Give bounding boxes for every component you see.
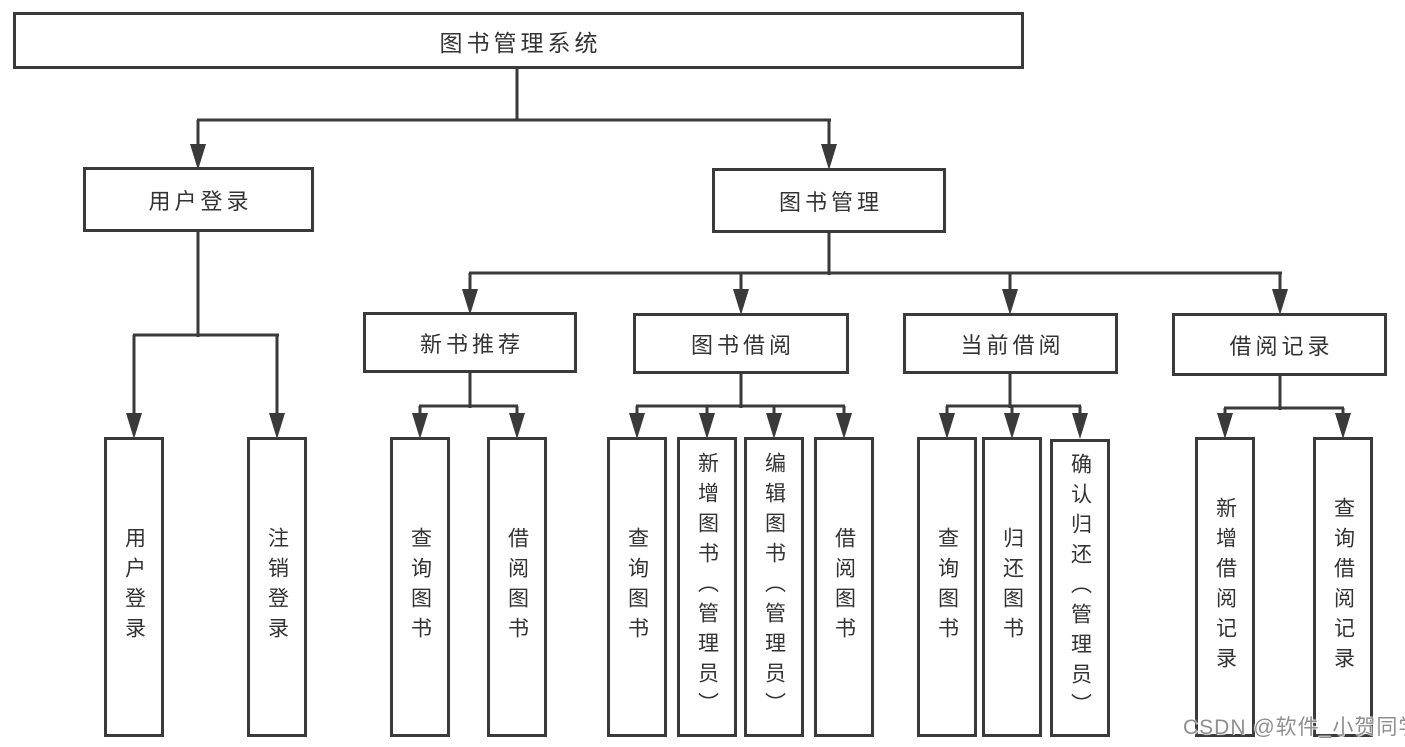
node-label: 编辑图书（管理员） (762, 452, 786, 722)
node-current-borrow: 当前借阅 (903, 313, 1118, 374)
node-label: 新书推荐 (419, 331, 524, 357)
node-label: 用户登录 (122, 527, 146, 647)
leaf-newbook-query-books: 查询图书 (390, 437, 450, 737)
node-label: 新增图书（管理员） (695, 452, 719, 722)
node-label: 查询借阅记录 (1331, 497, 1355, 677)
leaf-add-books-admin: 新增图书（管理员） (677, 437, 737, 737)
node-label: 注销登录 (265, 527, 289, 647)
node-label: 确认归还（管理员） (1068, 453, 1092, 723)
csdn-watermark: CSDN @软件_小贺同学 (1183, 716, 1405, 739)
leaf-current-query-books: 查询图书 (917, 437, 977, 737)
leaf-user-login: 用户登录 (104, 437, 164, 737)
node-label: 归还图书 (1000, 527, 1024, 647)
node-label: 借阅图书 (832, 527, 856, 647)
node-label: 借阅记录 (1229, 333, 1334, 359)
node-label: 图书借阅 (690, 332, 795, 358)
node-new-book-recommend: 新书推荐 (363, 312, 577, 373)
node-label: 查询图书 (408, 527, 432, 647)
leaf-query-borrow-record: 查询借阅记录 (1313, 437, 1373, 737)
leaf-borrow-query-books: 查询图书 (607, 437, 667, 737)
node-book-borrow: 图书借阅 (633, 313, 849, 374)
leaf-confirm-return-admin: 确认归还（管理员） (1050, 439, 1110, 737)
leaf-add-borrow-record: 新增借阅记录 (1195, 437, 1255, 737)
node-label: 图书管理系统 (439, 29, 602, 56)
node-label: 新增借阅记录 (1213, 497, 1237, 677)
leaf-logout: 注销登录 (247, 437, 307, 737)
leaf-borrow-books: 借阅图书 (814, 437, 874, 737)
node-label: 借阅图书 (505, 527, 529, 647)
node-label: 查询图书 (935, 527, 959, 647)
node-label: 用户登录 (148, 188, 253, 214)
node-library-system: 图书管理系统 (13, 12, 1024, 69)
leaf-newbook-borrow-books: 借阅图书 (487, 437, 547, 737)
node-book-management: 图书管理 (712, 168, 946, 233)
leaf-edit-books-admin: 编辑图书（管理员） (744, 437, 804, 737)
node-label: 查询图书 (625, 527, 649, 647)
node-user-login: 用户登录 (83, 167, 314, 232)
leaf-return-books: 归还图书 (982, 437, 1042, 737)
node-label: 当前借阅 (960, 332, 1065, 358)
node-label: 图书管理 (778, 189, 883, 215)
node-borrow-record: 借阅记录 (1172, 313, 1387, 376)
